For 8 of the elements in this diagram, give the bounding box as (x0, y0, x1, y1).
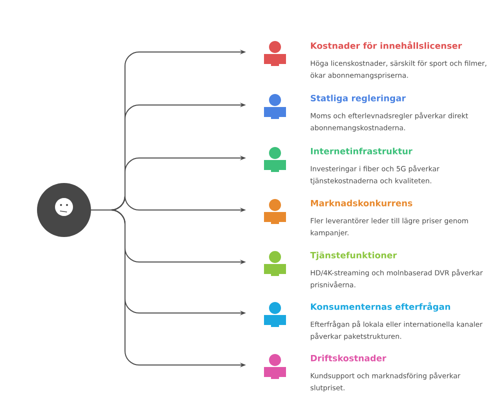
heading: Kostnader för innehållslicenser (311, 41, 462, 49)
heading: Tjänstefunktioner (310, 252, 397, 260)
heading: Internetinfrastruktur (311, 148, 412, 154)
heading: Konsumenternas efterfrågan (311, 302, 450, 312)
thinking-circle (37, 183, 91, 237)
heading: Statliga regleringar (310, 94, 406, 104)
heading: Marknadskonkurrens (311, 200, 412, 206)
heading: Driftskostnader (311, 354, 386, 362)
